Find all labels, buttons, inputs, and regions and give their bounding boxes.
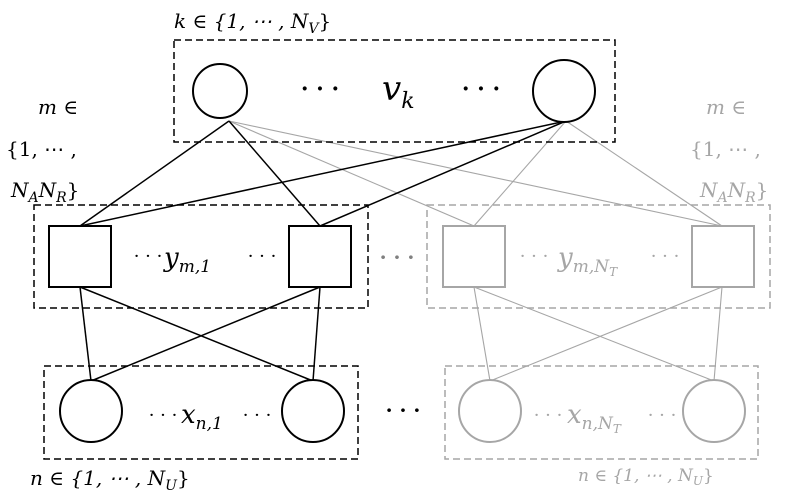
x-right-group-box (444, 365, 759, 460)
svg-text:NANR}: NANR} (699, 178, 768, 206)
x-right-label: xn,NT (567, 400, 622, 436)
svg-text:m ∈: m ∈ (38, 95, 78, 119)
svg-text:NANR}: NANR} (10, 178, 79, 206)
v-dots-right: · · · (462, 76, 500, 102)
svg-text:{1, ⋯ ,: {1, ⋯ , (6, 137, 77, 161)
x-node-2 (281, 379, 345, 443)
svg-text:m ∈: m ∈ (706, 95, 746, 119)
y-dots-3: · · · (520, 246, 549, 267)
m-set-label-left: m ∈ {1, ⋯ , NANR} (6, 95, 79, 206)
x-left-label: xn,1 (181, 400, 223, 434)
y-right-group-box (426, 204, 771, 309)
y-node-3 (442, 225, 506, 288)
n-set-label-left: n ∈ {1, ⋯ , NU} (30, 466, 190, 494)
n-set-label-right: n ∈ {1, ⋯ , NU} (578, 466, 714, 488)
y-left-group-box (33, 204, 369, 309)
v-group-box (173, 39, 616, 143)
v-node-label: vk (382, 69, 415, 114)
gray-edges (228, 120, 723, 382)
y-node-4 (691, 225, 755, 288)
x-node-4 (682, 379, 746, 443)
v-dots-left: · · · (301, 76, 339, 102)
x-node-3 (458, 379, 522, 443)
y-node-2 (288, 225, 352, 288)
x-dots-1: · · · (149, 405, 178, 426)
v-node-left (192, 63, 248, 119)
m-set-label-right: m ∈ {1, ⋯ , NANR} (690, 95, 768, 206)
svg-text:{1, ⋯ ,: {1, ⋯ , (690, 137, 761, 161)
y-dots-2: · · · (248, 246, 277, 267)
x-left-group-box (43, 365, 359, 460)
x-middle-dots: · · · (386, 398, 421, 422)
y-left-label: ym,1 (163, 243, 211, 277)
y-dots-4: · · · (651, 246, 680, 267)
y-middle-dots: · · · (380, 245, 415, 269)
x-dots-3: · · · (534, 405, 563, 426)
y-right-label: ym,NT (557, 243, 618, 279)
x-dots-4: · · · (648, 405, 677, 426)
v-set-label: k ∈ {1, ⋯ , NV} (174, 9, 331, 37)
x-node-1 (59, 379, 123, 443)
y-dots-1: · · · (134, 246, 163, 267)
v-node-right (532, 59, 596, 123)
x-dots-2: · · · (243, 405, 272, 426)
y-node-1 (48, 225, 112, 288)
